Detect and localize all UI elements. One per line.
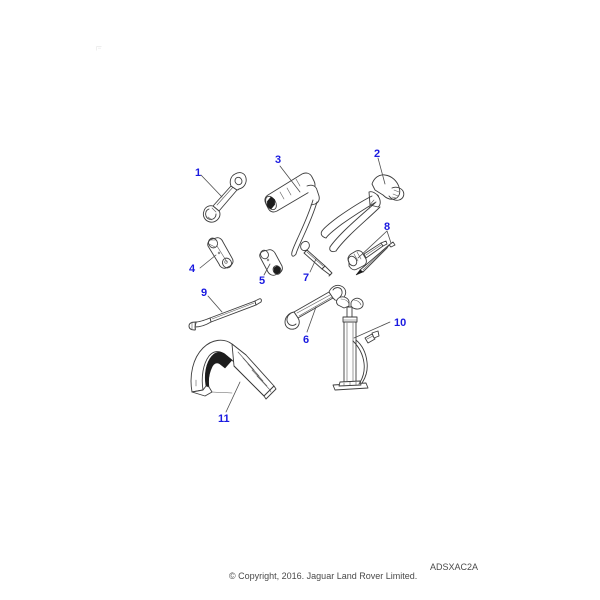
leader-11: [225, 381, 241, 413]
part-socket-adapter: [207, 237, 234, 269]
leader-10: [353, 321, 391, 339]
callout-number-3: 3: [275, 154, 282, 166]
registration-mark-icon: [96, 46, 102, 51]
part-wheel-nut-socket-wrench: [264, 172, 320, 257]
callout-number-7: 7: [303, 272, 310, 284]
part-screwdriver-and-chisel: [347, 240, 396, 276]
part-tow-eye-starting-handle: [188, 298, 262, 331]
part-pliers: [320, 174, 405, 253]
leader-5: [263, 263, 271, 276]
part-tommy-bar: [300, 240, 333, 277]
callout-number-1: 1: [195, 167, 202, 179]
leader-6: [306, 306, 317, 333]
callout-number-2: 2: [374, 148, 381, 160]
leader-4: [199, 254, 217, 269]
leader-3: [279, 165, 301, 193]
callout-number-8: 8: [384, 221, 391, 233]
copyright-notice: © Copyright, 2016. Jaguar Land Rover Lim…: [229, 571, 418, 581]
leader-7: [309, 258, 317, 273]
part-foot-pump: [332, 296, 380, 391]
part-double-open-end-spanner: [284, 284, 347, 330]
callout-number-9: 9: [201, 287, 208, 299]
leader-8: [357, 230, 392, 259]
callout-number-6: 6: [303, 334, 310, 346]
callout-number-10: 10: [394, 317, 407, 329]
leader-2: [377, 157, 386, 185]
drawing-code-label: ADSXAC2A: [430, 562, 479, 572]
part-combination-spanner: [202, 172, 247, 223]
part-tool-roll-kit-bag: [190, 339, 277, 400]
callout-number-5: 5: [259, 275, 266, 287]
part-socket: [259, 249, 283, 276]
leader-9: [207, 295, 223, 313]
callout-number-4: 4: [189, 263, 196, 275]
leader-1: [200, 174, 223, 198]
callout-number-11: 11: [218, 413, 230, 425]
